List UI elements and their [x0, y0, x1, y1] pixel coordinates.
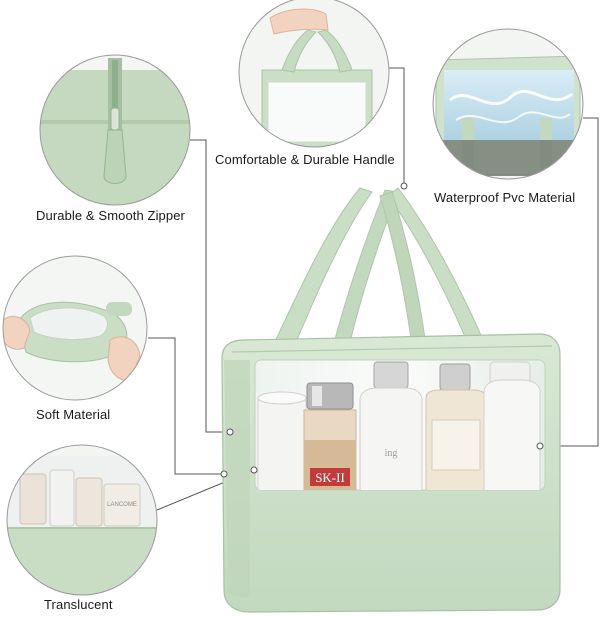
- main-bag: SK-II ing: [220, 182, 561, 613]
- callout-zipper: Durable & Smooth Zipper: [36, 208, 185, 223]
- skii-label: SK-II: [315, 470, 345, 485]
- callout-translucent: Translucent: [44, 597, 113, 612]
- leader-handle: [388, 67, 405, 186]
- bag-handle-left: [269, 187, 373, 357]
- detail-soft: [2, 255, 148, 401]
- callout-waterproof-pvc: Waterproof Pvc Material: [434, 190, 576, 205]
- leader-soft: [148, 337, 224, 475]
- leader-pvc: [540, 117, 599, 447]
- svg-text:ing: ing: [385, 448, 398, 459]
- detail-zipper: [39, 54, 191, 206]
- detail-handle: [238, 0, 390, 148]
- callout-soft-material: Soft Material: [36, 407, 111, 422]
- lancome-label: LANCOME: [107, 502, 137, 508]
- callout-handle: Comfortable & Durable Handle: [215, 152, 395, 167]
- detail-pvc: [432, 28, 584, 180]
- detail-translucent: LANCOME: [6, 444, 158, 596]
- bottles-in-window: SK-II ing: [257, 361, 541, 490]
- leader-zipper: [190, 139, 230, 433]
- leader-lines: [148, 67, 599, 511]
